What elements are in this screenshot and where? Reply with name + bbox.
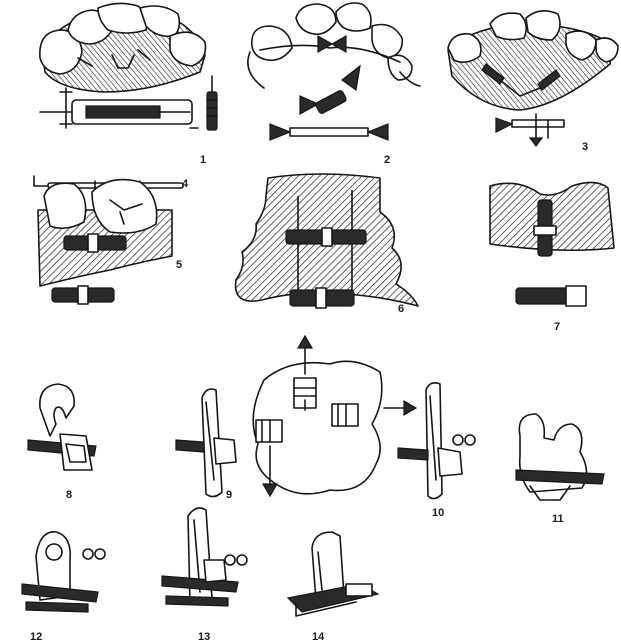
figure-label-5: 5 [176, 259, 182, 271]
center-screw-right [331, 403, 359, 427]
figure-8-hook-clasp: 8 [27, 383, 97, 501]
figure-5-screw-in-plate [63, 233, 127, 253]
figure-label-2: 2 [384, 154, 390, 166]
figure-1-key [206, 75, 218, 131]
figure-1-upper-plate-with-screw: 1 [39, 2, 218, 166]
arrow-up [296, 334, 314, 375]
figure-7-anterior-plate-with-screw: 7 [489, 181, 615, 333]
figure-2-bow-screw-small [299, 64, 361, 116]
figure-label-14: 14 [312, 631, 325, 642]
figure-14-block-screw: 14 [286, 531, 380, 642]
figure-3-key [495, 113, 565, 147]
figure-6-screw-detached [289, 287, 355, 309]
figure-12-infinity-mark [82, 548, 106, 560]
figure-label-10: 10 [432, 507, 444, 519]
figure-6-split-plate-with-screw: 6 [234, 173, 419, 315]
figure-2-bow-screw-appliance: 2 [247, 2, 421, 166]
figure-13-infinity-mark [224, 554, 248, 566]
figure-9-vertical-plate-clasp: 9 [175, 388, 237, 501]
figure-3-plate-with-springs: 3 [447, 10, 619, 153]
figure-5-sectional-screw-plate: 5 [37, 178, 182, 305]
figure-label-1: 1 [200, 154, 206, 166]
center-plate-with-screw-directions [252, 334, 418, 498]
figure-2-teeth-arch [247, 2, 421, 89]
figure-1-expansion-screw [39, 87, 199, 129]
figure-2-bow-screw-large [269, 123, 389, 141]
figure-label-12: 12 [30, 631, 42, 642]
figure-5-screw-detached [51, 285, 115, 305]
figure-1-plate-and-teeth [39, 2, 207, 93]
figure-7-screw-in-plate [533, 199, 557, 257]
figure-13-plate-screw: 13 [161, 507, 248, 642]
center-screw-left [255, 419, 283, 443]
figure-10-vertical-plate-clasp-loop: 10 [397, 382, 476, 519]
figure-3-springs [481, 63, 561, 97]
figure-10-infinity-mark [452, 434, 476, 446]
figure-label-3: 3 [582, 141, 588, 153]
figure-7-screw-detached [515, 285, 587, 307]
arrow-down [261, 445, 279, 498]
arrow-right [383, 399, 418, 417]
figure-label-7: 7 [554, 321, 560, 333]
figure-11-split-clasp: 11 [515, 413, 605, 525]
figure-label-8: 8 [66, 489, 72, 501]
figure-12-eyelet-screw: 12 [21, 531, 106, 642]
figure-label-13: 13 [198, 631, 210, 642]
figure-label-11: 11 [552, 513, 564, 525]
figure-label-9: 9 [226, 489, 232, 501]
figure-label-4: 4 [182, 178, 189, 190]
figure-6-screw-in-plate [285, 227, 367, 247]
figure-label-6: 6 [398, 303, 404, 315]
center-screw-top [293, 377, 317, 411]
